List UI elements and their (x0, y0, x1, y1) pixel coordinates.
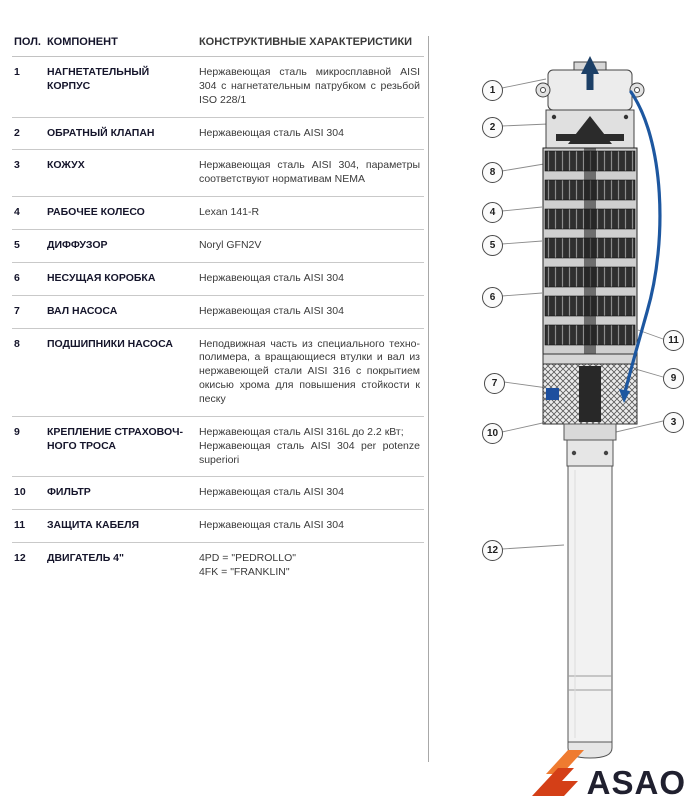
callout-3: 3 (663, 412, 684, 433)
table-row: 5 ДИФФУЗОР Noryl GFN2V (12, 229, 424, 263)
row-characteristics: Нержавеющая сталь AISI 304 (196, 117, 424, 151)
motor (563, 423, 617, 759)
discharge-head (535, 56, 645, 111)
table-row: 2 ОБРАТНЫЙ КЛАПАН Нержавеющая сталь AISI… (12, 117, 424, 151)
row-characteristics: Нержавеющая сталь AISI 304 (196, 295, 424, 329)
row-characteristics: 4PD = "PEDROLLO" 4FK = "FRANKLIN" (198, 552, 297, 579)
table-row: 8 ПОДШИПНИКИ НАСОСА Неподвижная часть из… (12, 328, 424, 417)
row-component: ПОДШИПНИКИ НАСОСА (44, 328, 197, 417)
row-component: НЕСУЩАЯ КОРОБКА (44, 262, 197, 296)
callout-5: 5 (482, 235, 503, 256)
row-position: 10 (12, 476, 45, 511)
row-component: КОЖУХ (44, 149, 197, 198)
row-characteristics: Noryl GFN2V (196, 229, 424, 263)
row-position: 6 (12, 262, 45, 296)
row-component: ФИЛЬТР (44, 476, 197, 511)
row-characteristics: Нержавеющая сталь AISI 304 (196, 476, 424, 511)
table-row: 3 КОЖУХ Нержавеющая сталь AISI 304, пара… (12, 149, 424, 198)
row-position: 2 (12, 117, 45, 151)
row-position: 12 (14, 552, 26, 565)
table-header-row: ПОЛ. КОМПОНЕНТ КОНСТРУКТИВНЫЕ ХАРАКТЕРИС… (12, 32, 424, 57)
row-position: 1 (12, 56, 45, 118)
callout-9: 9 (663, 368, 684, 389)
callout-10: 10 (482, 423, 503, 444)
row-characteristics: Нержавеющая сталь AISI 304 (196, 509, 424, 544)
pump-diagram-panel: 1 2 8 4 5 6 7 10 11 9 3 12 (440, 0, 694, 800)
component-spec-table: ПОЛ. КОМПОНЕНТ КОНСТРУКТИВНЫЕ ХАРАКТЕРИС… (12, 32, 424, 589)
callout-11: 11 (663, 330, 684, 351)
header-component: КОМПОНЕНТ (44, 32, 197, 57)
power-cable (619, 90, 662, 403)
row-position: 3 (12, 149, 45, 198)
row-position: 8 (12, 328, 45, 417)
row-characteristics: Нержавеющая сталь AISI 304, параметры со… (196, 149, 424, 198)
callout-7: 7 (484, 373, 505, 394)
callout-6: 6 (482, 287, 503, 308)
row-position: 4 (12, 196, 45, 231)
flow-arrow-icon (581, 56, 599, 90)
table-row: 10 ФИЛЬТР Нержавеющая сталь AISI 304 (12, 476, 424, 511)
brand-logo: ASAO (531, 748, 686, 800)
row-position: 9 (12, 416, 45, 478)
callout-12: 12 (482, 540, 503, 561)
row-characteristics: Нержавеющая сталь AISI 304 (196, 262, 424, 296)
callout-4: 4 (482, 202, 503, 223)
row-characteristics: Нержавеющая сталь AISI 316L до 2.2 кВт; … (196, 416, 424, 478)
row-position: 5 (12, 229, 45, 263)
table-row: 11 ЗАЩИТА КАБЕЛЯ Нержавеющая сталь AISI … (12, 509, 424, 544)
row-component: РАБОЧЕЕ КОЛЕСО (44, 196, 197, 231)
row-component: КРЕПЛЕНИЕ СТРАХОВОЧ- НОГО ТРОСА (44, 416, 197, 478)
brand-name: ASAO (586, 763, 686, 800)
pump-technical-drawing (501, 56, 664, 759)
callout-8: 8 (482, 162, 503, 183)
row-component: ОБРАТНЫЙ КЛАПАН (44, 117, 197, 151)
table-row: 4 РАБОЧЕЕ КОЛЕСО Lexan 141-R (12, 196, 424, 231)
row-component: НАГНЕТАТЕЛЬНЫЙ КОРПУС (44, 56, 197, 118)
table-row: 9 КРЕПЛЕНИЕ СТРАХОВОЧ- НОГО ТРОСА Нержав… (12, 416, 424, 478)
table-row: 12 ДВИГАТЕЛЬ 4" 4PD = "PEDROLLO" 4FK = "… (12, 543, 424, 589)
vertical-divider (428, 36, 429, 762)
cable-clamp (546, 388, 559, 400)
check-valve (545, 109, 635, 149)
row-characteristics: Lexan 141-R (196, 196, 424, 231)
row-component: ЗАЩИТА КАБЕЛЯ (44, 509, 197, 544)
table-row: 6 НЕСУЩАЯ КОРОБКА Нержавеющая сталь AISI… (12, 262, 424, 296)
callout-1: 1 (482, 80, 503, 101)
row-component: ДВИГАТЕЛЬ 4" (46, 552, 124, 565)
header-position: ПОЛ. (12, 32, 45, 57)
row-characteristics: Неподвижная часть из специального техно-… (196, 328, 424, 417)
header-characteristics: КОНСТРУКТИВНЫЕ ХАРАКТЕРИСТИКИ (196, 32, 424, 57)
row-position: 7 (12, 295, 45, 329)
row-component: ВАЛ НАСОСА (44, 295, 197, 329)
table-row: 7 ВАЛ НАСОСА Нержавеющая сталь AISI 304 (12, 295, 424, 329)
pump-stage-stack (542, 147, 638, 355)
callout-2: 2 (482, 117, 503, 138)
table-row: 1 НАГНЕТАТЕЛЬНЫЙ КОРПУС Нержавеющая стал… (12, 56, 424, 118)
asao-swoosh-icon (531, 750, 584, 796)
row-characteristics: Нержавеющая сталь микросплавной AISI 304… (196, 56, 424, 118)
row-position: 11 (12, 509, 45, 544)
suction-strainer (542, 353, 638, 425)
row-component: ДИФФУЗОР (44, 229, 197, 263)
